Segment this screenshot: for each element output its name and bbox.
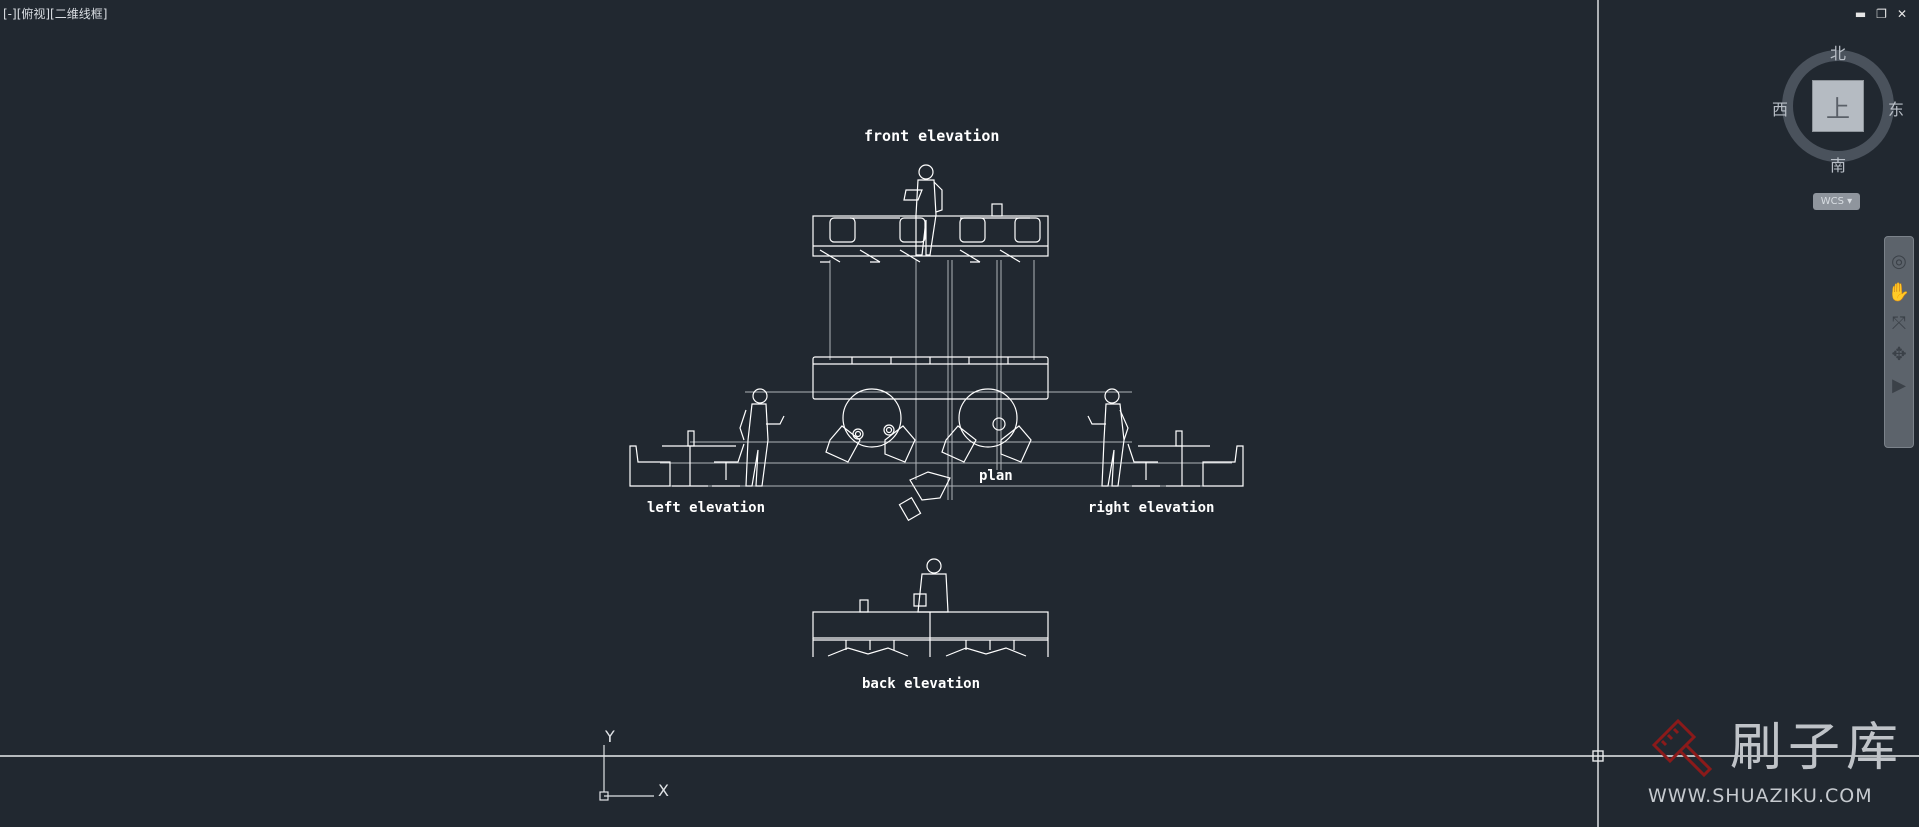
left-elevation-drawing[interactable] xyxy=(629,388,785,487)
watermark-url: WWW.SHUAZIKU.COM xyxy=(1648,785,1873,807)
pan-hand-icon[interactable]: ✋ xyxy=(1887,282,1911,303)
viewcube[interactable]: 上 北 南 东 西 xyxy=(1772,40,1905,175)
front-elevation-drawing[interactable] xyxy=(812,164,1049,263)
viewcube-top-face[interactable]: 上 xyxy=(1812,80,1864,132)
zoom-extents-icon[interactable]: ⤧ xyxy=(1891,313,1907,334)
ucs-y-label: Y xyxy=(604,727,615,746)
brush-logo-icon xyxy=(1651,718,1713,778)
right-elevation-drawing[interactable] xyxy=(1087,388,1244,487)
back-elevation-drawing[interactable] xyxy=(812,558,1049,657)
navigation-bar: ◎ ✋ ⤧ ✥ ▶ xyxy=(1884,236,1914,448)
viewport-controls-label[interactable]: [-][俯视][二维线框] xyxy=(3,7,108,21)
steering-wheel-icon[interactable]: ◎ xyxy=(1891,251,1907,272)
plan-drawing[interactable] xyxy=(812,356,1049,522)
front-elevation-label: front elevation xyxy=(864,127,999,145)
compass-east[interactable]: 东 xyxy=(1888,100,1905,119)
left-elevation-label: left elevation xyxy=(647,500,765,516)
right-elevation-label: right elevation xyxy=(1088,500,1214,516)
plan-label: plan xyxy=(979,468,1013,484)
close-icon[interactable]: ✕ xyxy=(1896,7,1907,21)
ucs-x-label: X xyxy=(658,781,669,800)
watermark-name: 刷子库 xyxy=(1730,718,1905,778)
compass-north[interactable]: 北 xyxy=(1830,44,1847,63)
ucs-icon xyxy=(599,745,654,801)
wcs-dropdown[interactable]: WCS ▾ xyxy=(1813,193,1860,210)
window-controls: ▬ ❐ ✕ xyxy=(1855,8,1907,20)
orbit-icon[interactable]: ✥ xyxy=(1891,344,1907,365)
minimize-icon[interactable]: ▬ xyxy=(1854,7,1867,21)
compass-south[interactable]: 南 xyxy=(1830,156,1847,175)
restore-icon[interactable]: ❐ xyxy=(1876,7,1887,21)
showmotion-icon[interactable]: ▶ xyxy=(1892,375,1906,396)
compass-west[interactable]: 西 xyxy=(1772,100,1789,119)
back-elevation-label: back elevation xyxy=(862,676,980,692)
compass-ring[interactable] xyxy=(1782,50,1894,162)
